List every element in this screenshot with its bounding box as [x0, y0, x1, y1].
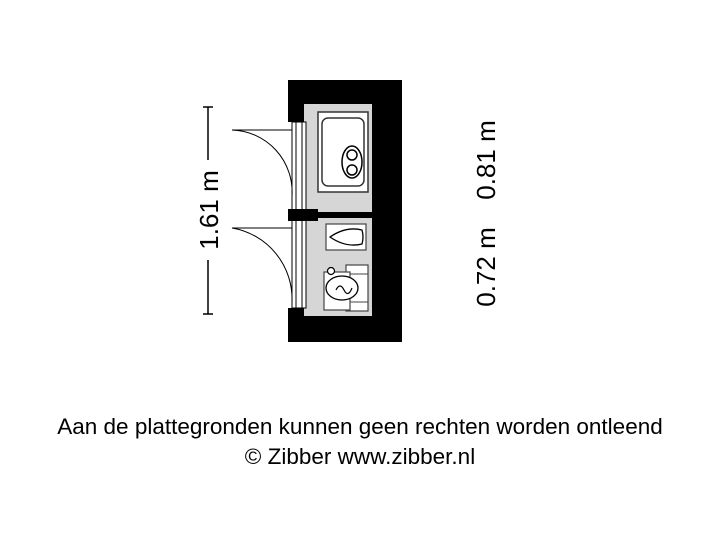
- partition-wall: [304, 212, 372, 218]
- door-frame-bottom: [291, 219, 307, 309]
- floorplan-drawing: 1.61 m 0.72 m 0.81 m: [194, 80, 501, 342]
- basin-bowl: [328, 228, 364, 246]
- copyright-text: © Zibber www.zibber.nl: [244, 444, 476, 469]
- door-frame-top: [291, 121, 307, 211]
- door-swing-top: [231, 129, 293, 197]
- toilet-bowl: [325, 275, 359, 301]
- toilet-flush-icon: [335, 285, 353, 295]
- drain-inner-bottom: [346, 164, 358, 176]
- door-swing-bottom: [231, 227, 293, 303]
- dimension-width-b-label: 0.81 m: [471, 120, 501, 200]
- drain-inner-top: [346, 149, 358, 161]
- dimension-height-label: 1.61 m: [194, 170, 224, 250]
- dimension-width-a-label: 0.72 m: [471, 227, 501, 307]
- disclaimer-text: Aan de plattegronden kunnen geen rechten…: [57, 414, 663, 439]
